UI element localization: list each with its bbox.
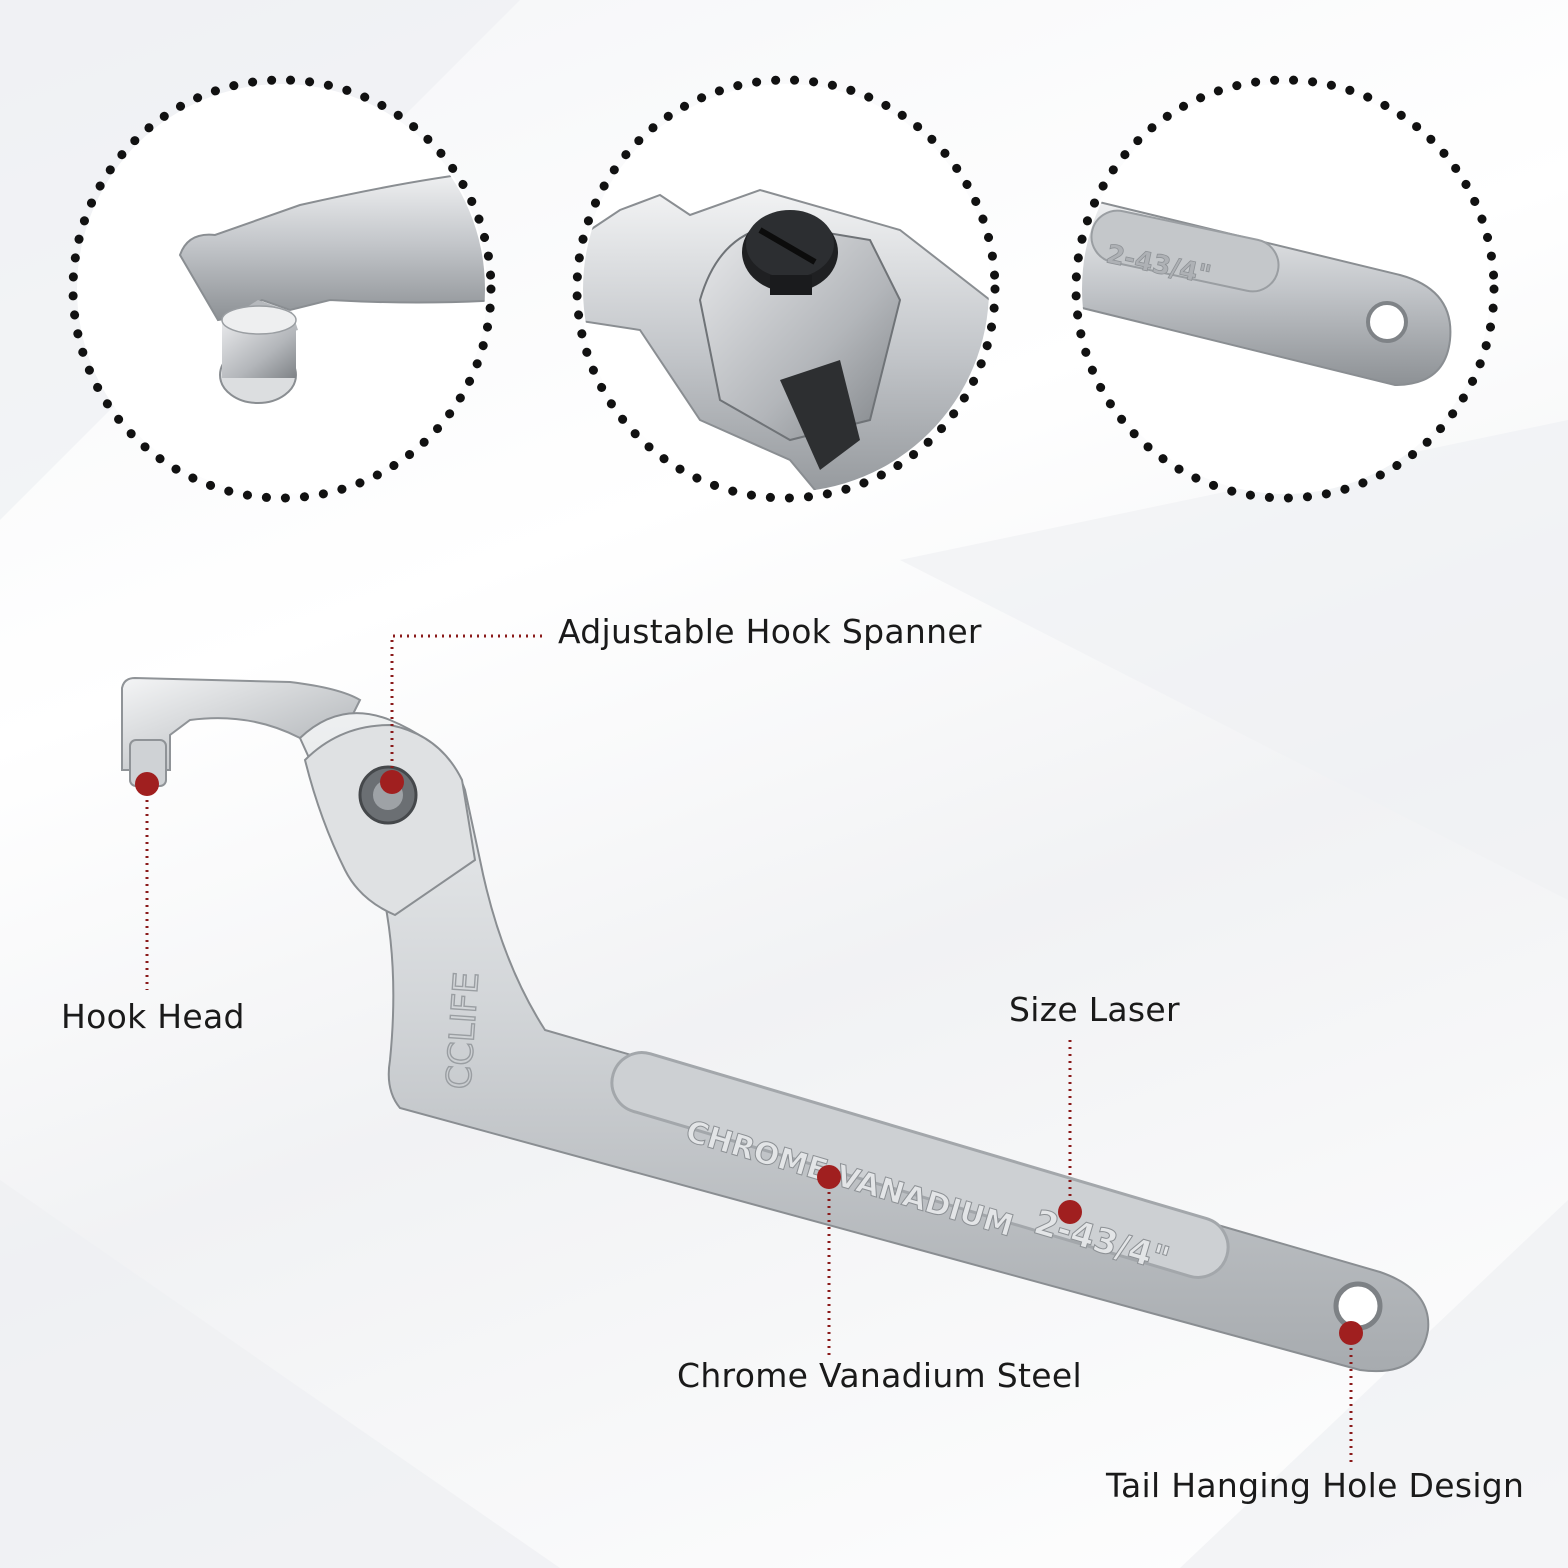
detail-circle-hook-head — [68, 75, 496, 503]
marker-tail — [1339, 1321, 1363, 1345]
brand-engraving: CCLIFE — [439, 971, 487, 1091]
marker-size-laser — [1058, 1200, 1082, 1224]
callout-adjustable-hook-spanner: Adjustable Hook Spanner — [558, 612, 982, 651]
marker-chrome — [817, 1165, 841, 1189]
callout-size-laser: Size Laser — [1009, 990, 1180, 1029]
detail-circle-pivot — [572, 75, 1000, 503]
leader-lines — [145, 634, 1353, 1465]
callout-tail-hanging-hole-design: Tail Hanging Hole Design — [1106, 1466, 1525, 1505]
detail-circle-tail: 2-43/4" — [1071, 75, 1499, 503]
marker-dots — [135, 770, 1363, 1345]
marker-hook-head — [135, 772, 159, 796]
callout-chrome-vanadium-steel: Chrome Vanadium Steel — [677, 1356, 1082, 1395]
hook-arm — [121, 676, 362, 771]
tail-hanging-hole — [1333, 1281, 1383, 1331]
callout-hook-head: Hook Head — [61, 997, 245, 1036]
detail-circles: 2-43/4" — [68, 75, 1499, 503]
marker-adjustable — [380, 770, 404, 794]
